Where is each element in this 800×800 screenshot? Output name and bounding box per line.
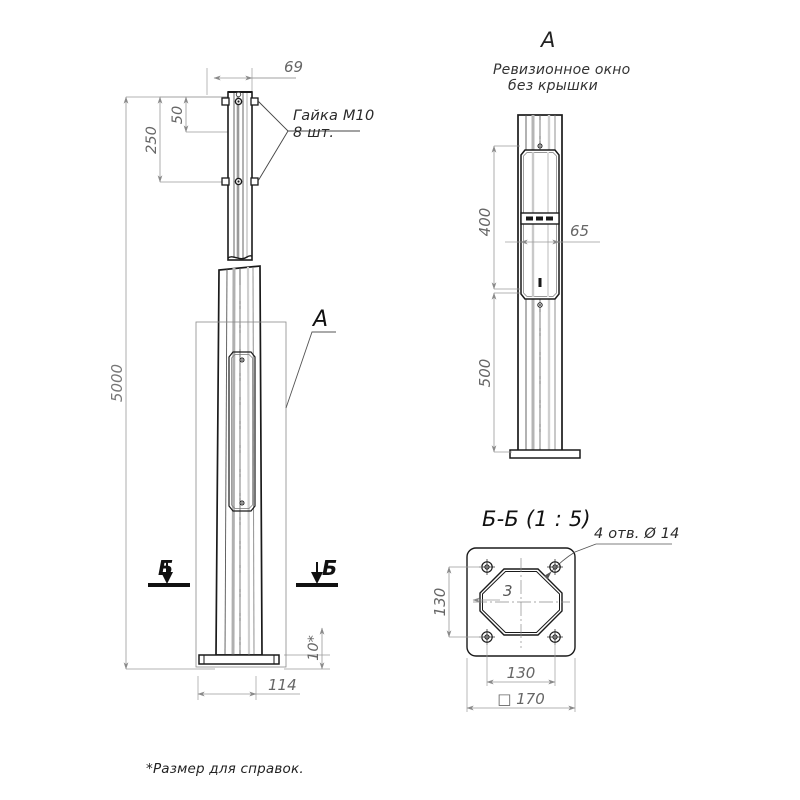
section-bb-title: Б-Б (1 : 5) (482, 507, 591, 531)
nut-leader (257, 100, 360, 182)
dim-plate-thickness: 10* (306, 627, 325, 670)
inspection-window-plate (228, 351, 256, 512)
footnote: *Размер для справок. (146, 761, 304, 777)
dim-overall-height: 5000 (108, 96, 129, 670)
nut-label-line2: 8 шт. (293, 125, 335, 141)
dim-nut-spacing: 50 (170, 96, 189, 133)
bolt-hole (547, 629, 563, 645)
section-mark-left (148, 562, 190, 587)
section-bb-view: 3 130 130 □ 170 (431, 543, 672, 712)
detail-a-callout (195, 321, 336, 668)
dim-window-to-base: 500 (476, 292, 520, 453)
bb-centre-lines (473, 558, 570, 648)
dim-wall-thickness: 3 (472, 582, 513, 603)
detail-a-view: 400 65 500 (476, 114, 600, 459)
detail-a-note-line2: без крышки (508, 78, 598, 94)
detail-a-note-line1: Ревизионное окно (493, 62, 631, 78)
nut-label-line1: Гайка М10 (293, 108, 375, 124)
section-mark-right-label: Б (322, 556, 338, 580)
section-mark-left-label: Б (158, 556, 174, 580)
base-plate (198, 654, 280, 665)
detail-a-window (520, 143, 560, 308)
dim-plate-width: 114 (197, 676, 300, 697)
dim-bolt-pitch-horizontal-value: 130 (507, 664, 536, 682)
dim-nut-spacing-value: 50 (170, 106, 186, 124)
dim-bolt-pitch-vertical-value: 130 (431, 588, 449, 617)
bb-hole-leader (543, 543, 672, 580)
dim-plate-size-value: □ 170 (497, 690, 545, 708)
section-mark-right (296, 562, 338, 587)
pole-lower-shaft (215, 265, 263, 656)
dim-top-width: 69 (213, 58, 303, 81)
detail-a-title: A (541, 28, 556, 52)
dim-wall-thickness-value: 3 (503, 582, 513, 600)
dim-plate-thickness-value: 10* (306, 635, 322, 661)
dim-nut-span-value: 250 (144, 126, 160, 154)
bolt-hole (547, 559, 563, 575)
dim-bolt-pitch-vertical: 130 (431, 566, 482, 638)
bb-bolt-holes (479, 559, 563, 645)
pole-upper-shaft (227, 91, 253, 261)
dim-top-width-value: 69 (284, 58, 303, 76)
main-elevation: 5000 250 50 69 (108, 58, 360, 700)
dim-window-height-value: 400 (476, 208, 494, 237)
dim-nut-span: 250 (144, 96, 163, 183)
dim-window-width: 65 (505, 222, 600, 245)
dim-bolt-pitch-horizontal: 130 (486, 643, 556, 686)
detail-a-base-plate (509, 449, 581, 459)
dim-window-width-value: 65 (570, 222, 589, 240)
dim-overall-height-value: 5000 (108, 364, 126, 402)
dim-plate-width-value: 114 (268, 676, 297, 694)
dim-plate-size: □ 170 (466, 658, 576, 712)
detail-a-marker: A (313, 307, 329, 332)
dim-window-to-base-value: 500 (476, 359, 494, 388)
bb-hole-note: 4 отв. Ø 14 (594, 526, 680, 542)
dim-window-height: 400 (476, 145, 520, 290)
nut-row-lower (221, 177, 259, 186)
